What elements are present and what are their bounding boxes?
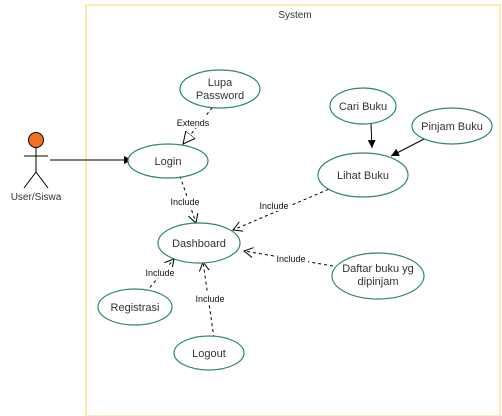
edge-cari-lihat: [367, 123, 376, 149]
include-registrasi-label: Include: [145, 268, 174, 278]
actor-head: [28, 132, 44, 148]
usecase-lihat-buku-label: Lihat Buku: [337, 170, 389, 182]
usecase-registrasi-label: Registrasi: [111, 302, 160, 314]
edge-pinjam-lihat: [390, 136, 429, 157]
usecase-dashboard[interactable]: Dashboard: [157, 222, 241, 264]
include-login-label: Include: [170, 197, 199, 207]
usecase-login[interactable]: Login: [127, 143, 209, 179]
include-daftar-label: Include: [276, 254, 305, 264]
include-logout-label: Include: [195, 294, 224, 304]
usecase-pinjam-buku[interactable]: Pinjam Buku: [411, 107, 493, 145]
usecase-logout-label: Logout: [192, 348, 226, 360]
system-boundary: [85, 4, 501, 416]
usecase-daftar-buku-line1: Daftar buku yg: [342, 263, 414, 275]
include-registrasi-edge: [145, 259, 174, 293]
usecase-dashboard-label: Dashboard: [172, 238, 226, 250]
usecase-lupa-password-line2: Password: [196, 90, 244, 102]
usecase-lihat-buku[interactable]: Lihat Buku: [317, 152, 409, 198]
extends-label: Extends: [177, 118, 210, 128]
usecase-daftar-buku-line2: dipinjam: [358, 276, 399, 288]
system-title: System: [278, 10, 311, 21]
actor-user-siswa[interactable]: User/Siswa: [11, 132, 62, 204]
usecase-registrasi[interactable]: Registrasi: [97, 288, 173, 326]
usecase-cari-buku-label: Cari Buku: [339, 101, 387, 113]
usecase-daftar-buku-dipinjam[interactable]: Daftar buku yg dipinjam: [331, 252, 425, 300]
usecase-logout[interactable]: Logout: [173, 335, 245, 371]
usecase-login-label: Login: [155, 156, 182, 168]
actor-label: User/Siswa: [11, 192, 62, 203]
include-lihat-label: Include: [259, 201, 288, 211]
usecase-cari-buku[interactable]: Cari Buku: [329, 87, 397, 125]
usecase-lupa-password-line1: Lupa: [208, 77, 233, 89]
usecase-lupa-password[interactable]: Lupa Password: [179, 69, 261, 109]
usecase-pinjam-buku-label: Pinjam Buku: [421, 121, 483, 133]
